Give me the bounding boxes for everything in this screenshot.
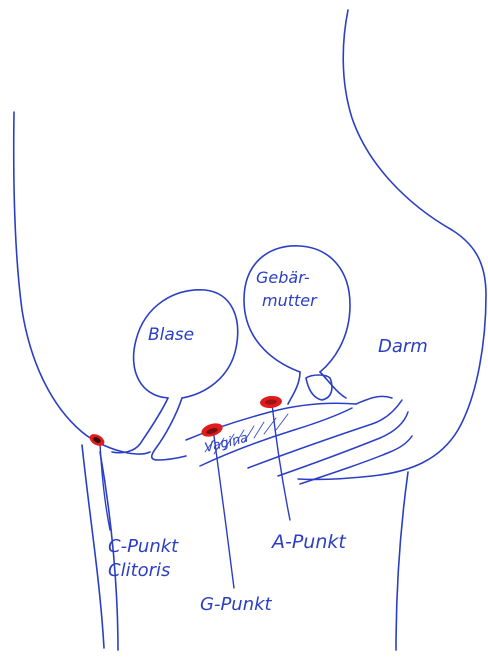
uterus-label-line2: mutter	[262, 291, 318, 310]
labels: Blase Gebär- mutter Darm Vagina C-Punkt …	[108, 268, 428, 615]
urethra	[112, 398, 168, 453]
bowel-line-3	[278, 412, 408, 476]
marked-points	[88, 395, 283, 448]
bladder-label: Blase	[148, 325, 194, 345]
front-body-contour	[14, 112, 150, 454]
urethra-inner	[152, 398, 186, 460]
g-point-pointer	[214, 436, 234, 588]
g-point-label: G-Punkt	[200, 594, 273, 615]
bowel-line-1	[356, 396, 392, 404]
c-point-label-line1: C-Punkt	[108, 536, 179, 557]
c-point-label-line2: Clitoris	[108, 560, 170, 581]
a-point-label: A-Punkt	[270, 531, 347, 553]
bowel-label: Darm	[378, 336, 428, 357]
a-point-marker	[260, 395, 283, 409]
back-body-contour	[298, 10, 486, 479]
right-thigh-contour	[396, 472, 408, 650]
bowel-line-2	[248, 400, 402, 468]
a-point-pointer	[272, 404, 290, 520]
left-thigh-contour	[82, 445, 104, 648]
bladder-organ	[112, 290, 238, 460]
cervix-bulb	[306, 375, 332, 400]
uterus-label-line1: Gebär-	[256, 268, 310, 287]
cervix	[288, 372, 346, 404]
